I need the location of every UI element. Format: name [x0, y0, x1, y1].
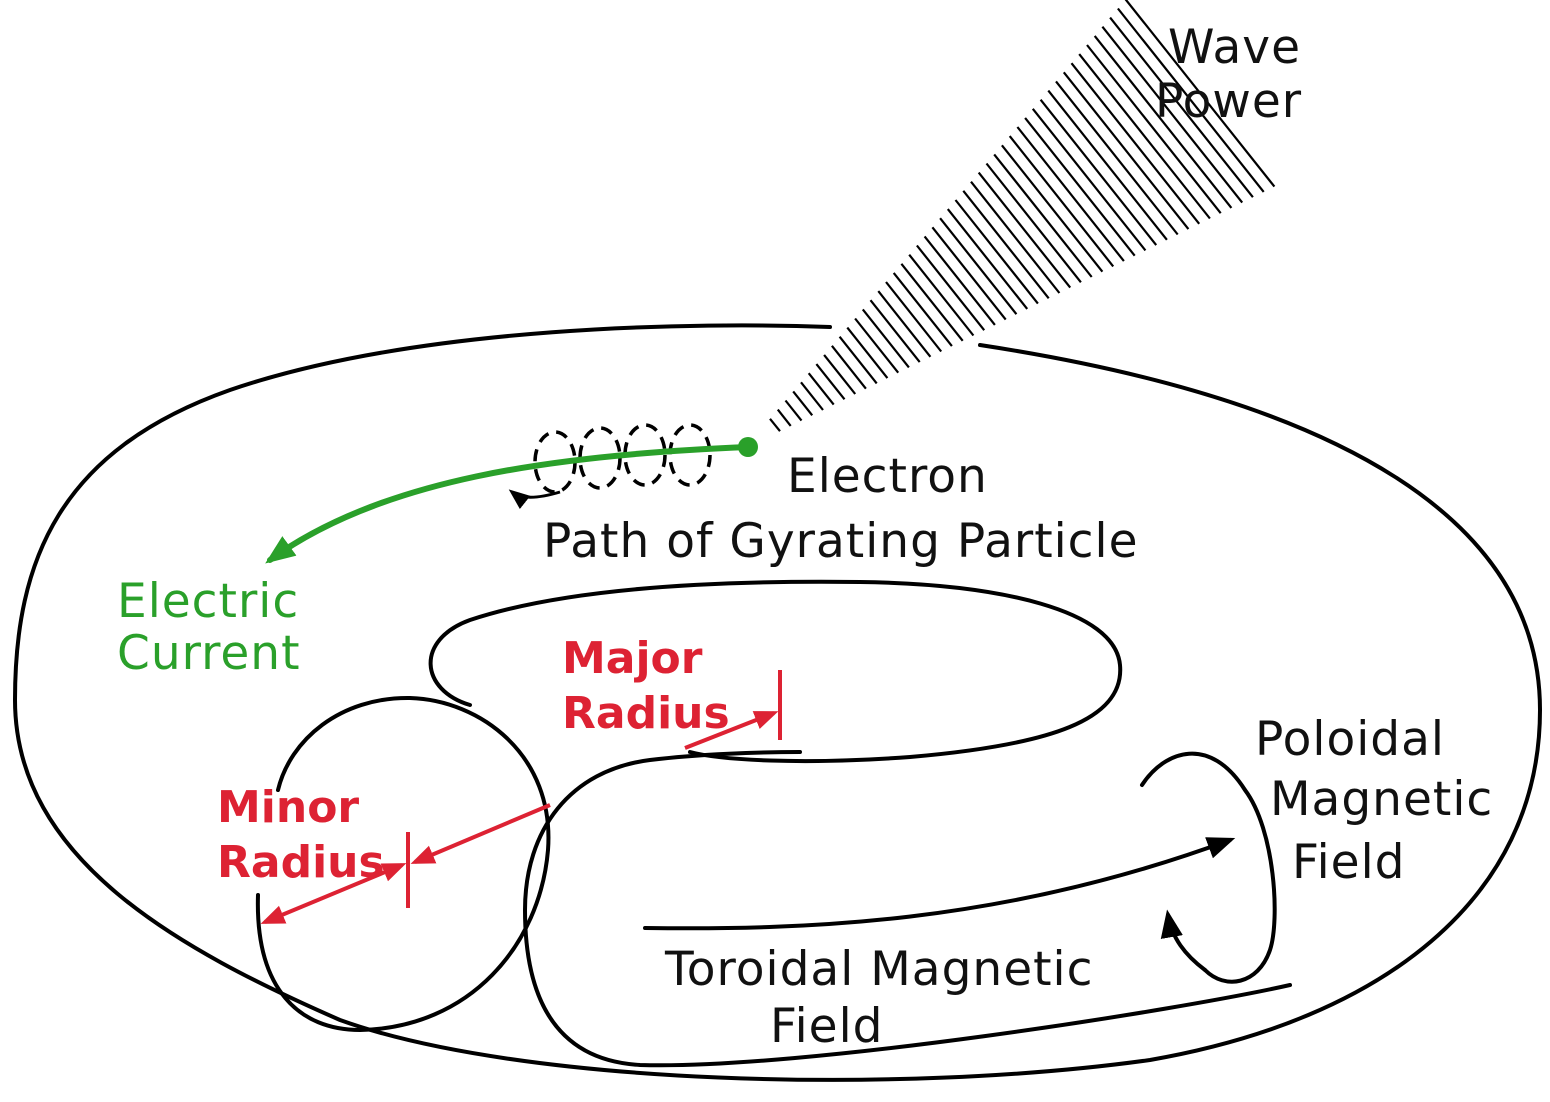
- minor-radius-inner-arrow: [410, 803, 551, 864]
- wave-hatch-line: [877, 290, 932, 358]
- wave-hatch-line: [1124, 0, 1276, 188]
- wave-hatch-line: [854, 317, 900, 374]
- wave-hatch-line: [1039, 99, 1158, 246]
- electric-current-arrow: [265, 444, 751, 564]
- wave-hatch-line: [1093, 35, 1233, 209]
- poloidal-field-label-line3: Field: [1292, 835, 1405, 890]
- wave-power-beam: [769, 0, 1276, 432]
- minor-radius-label-line1: Minor: [217, 782, 359, 833]
- electron-label: Electron: [787, 449, 988, 504]
- wave-hatch-line: [1109, 16, 1254, 198]
- gyration-direction-arrow: [508, 489, 561, 510]
- wave-hatch-line: [823, 354, 857, 395]
- wave-hatch-line: [892, 272, 953, 347]
- wave-hatch-line: [1008, 135, 1115, 268]
- poloidal-loop: [1140, 751, 1277, 984]
- near-tube-outline: [523, 750, 1292, 1068]
- wave-hatch-line: [846, 326, 889, 379]
- wave-hatch-line: [916, 244, 986, 331]
- wave-hatch-line: [908, 254, 975, 337]
- wave-hatch-line: [1062, 71, 1190, 230]
- wave-hatch-line: [954, 199, 1039, 305]
- wave-power-label-line1: Wave: [1168, 20, 1301, 75]
- major-radius-label-line1: Major: [562, 633, 703, 684]
- gyration-loops: [533, 423, 712, 494]
- toroidal-field-label-line2: Field: [770, 999, 883, 1054]
- wave-hatch-line: [885, 281, 943, 353]
- wave-hatch-line: [807, 372, 835, 406]
- wave-hatch-line: [1101, 26, 1244, 204]
- wave-hatch-line: [962, 190, 1050, 299]
- wave-hatch-line: [1024, 117, 1136, 257]
- wave-hatch-line: [776, 408, 792, 427]
- wave-hatch-line: [1031, 108, 1147, 252]
- torus-outer-outline: [13, 323, 1542, 1082]
- wave-hatch-line: [1047, 89, 1168, 241]
- wave-power-label-line2: Power: [1155, 74, 1302, 129]
- wave-hatch-line: [792, 390, 814, 416]
- wave-hatch-line: [985, 162, 1082, 283]
- wave-hatch-line: [1070, 62, 1201, 225]
- poloidal-arrow: [1160, 909, 1207, 972]
- wave-hatch-line: [1078, 53, 1211, 220]
- major-radius-arrow: [684, 711, 779, 750]
- torus-inner-hole: [428, 579, 1123, 764]
- wave-hatch-line: [831, 345, 867, 390]
- wave-hatch-line: [931, 226, 1007, 321]
- wave-hatch-line: [861, 308, 910, 369]
- wave-hatch-line: [1001, 144, 1104, 273]
- major-radius-label-line2: Radius: [562, 688, 730, 739]
- wave-hatch-line: [769, 418, 781, 432]
- wave-hatch-line: [939, 217, 1018, 315]
- wave-hatch-line: [900, 263, 964, 342]
- wave-hatch-line: [815, 363, 846, 400]
- electric-current-label-line2: Current: [117, 626, 301, 681]
- minor-radius-outer-arrow: [260, 863, 407, 924]
- minor-radius-label-line2: Radius: [217, 837, 385, 888]
- wave-hatch-line: [977, 171, 1072, 289]
- poloidal-field-label-line2: Magnetic: [1270, 772, 1493, 827]
- wave-hatch-line: [1086, 44, 1222, 214]
- wave-hatch-line: [970, 181, 1061, 294]
- wave-hatch-line: [800, 381, 824, 411]
- wave-hatch-line: [1055, 80, 1179, 236]
- wave-hatch-line: [923, 235, 996, 326]
- cross-section-circle: [255, 695, 551, 1032]
- toroidal-field-label-line1: Toroidal Magnetic: [664, 942, 1093, 997]
- wave-hatch-line: [838, 336, 878, 385]
- wave-hatch-line: [869, 299, 921, 363]
- wave-hatch-line: [784, 399, 803, 422]
- wave-hatch-line: [993, 153, 1093, 278]
- wave-hatch-line: [1016, 126, 1125, 262]
- poloidal-field-label-line1: Poloidal: [1255, 712, 1445, 767]
- wave-hatch-line: [946, 208, 1029, 310]
- electric-current-label-line1: Electric: [117, 574, 299, 629]
- wave-hatch-line: [1117, 7, 1265, 193]
- gyrating-path-label: Path of Gyrating Particle: [543, 514, 1139, 569]
- electron-dot: [738, 437, 758, 457]
- toroidal-arrow: [643, 837, 1236, 931]
